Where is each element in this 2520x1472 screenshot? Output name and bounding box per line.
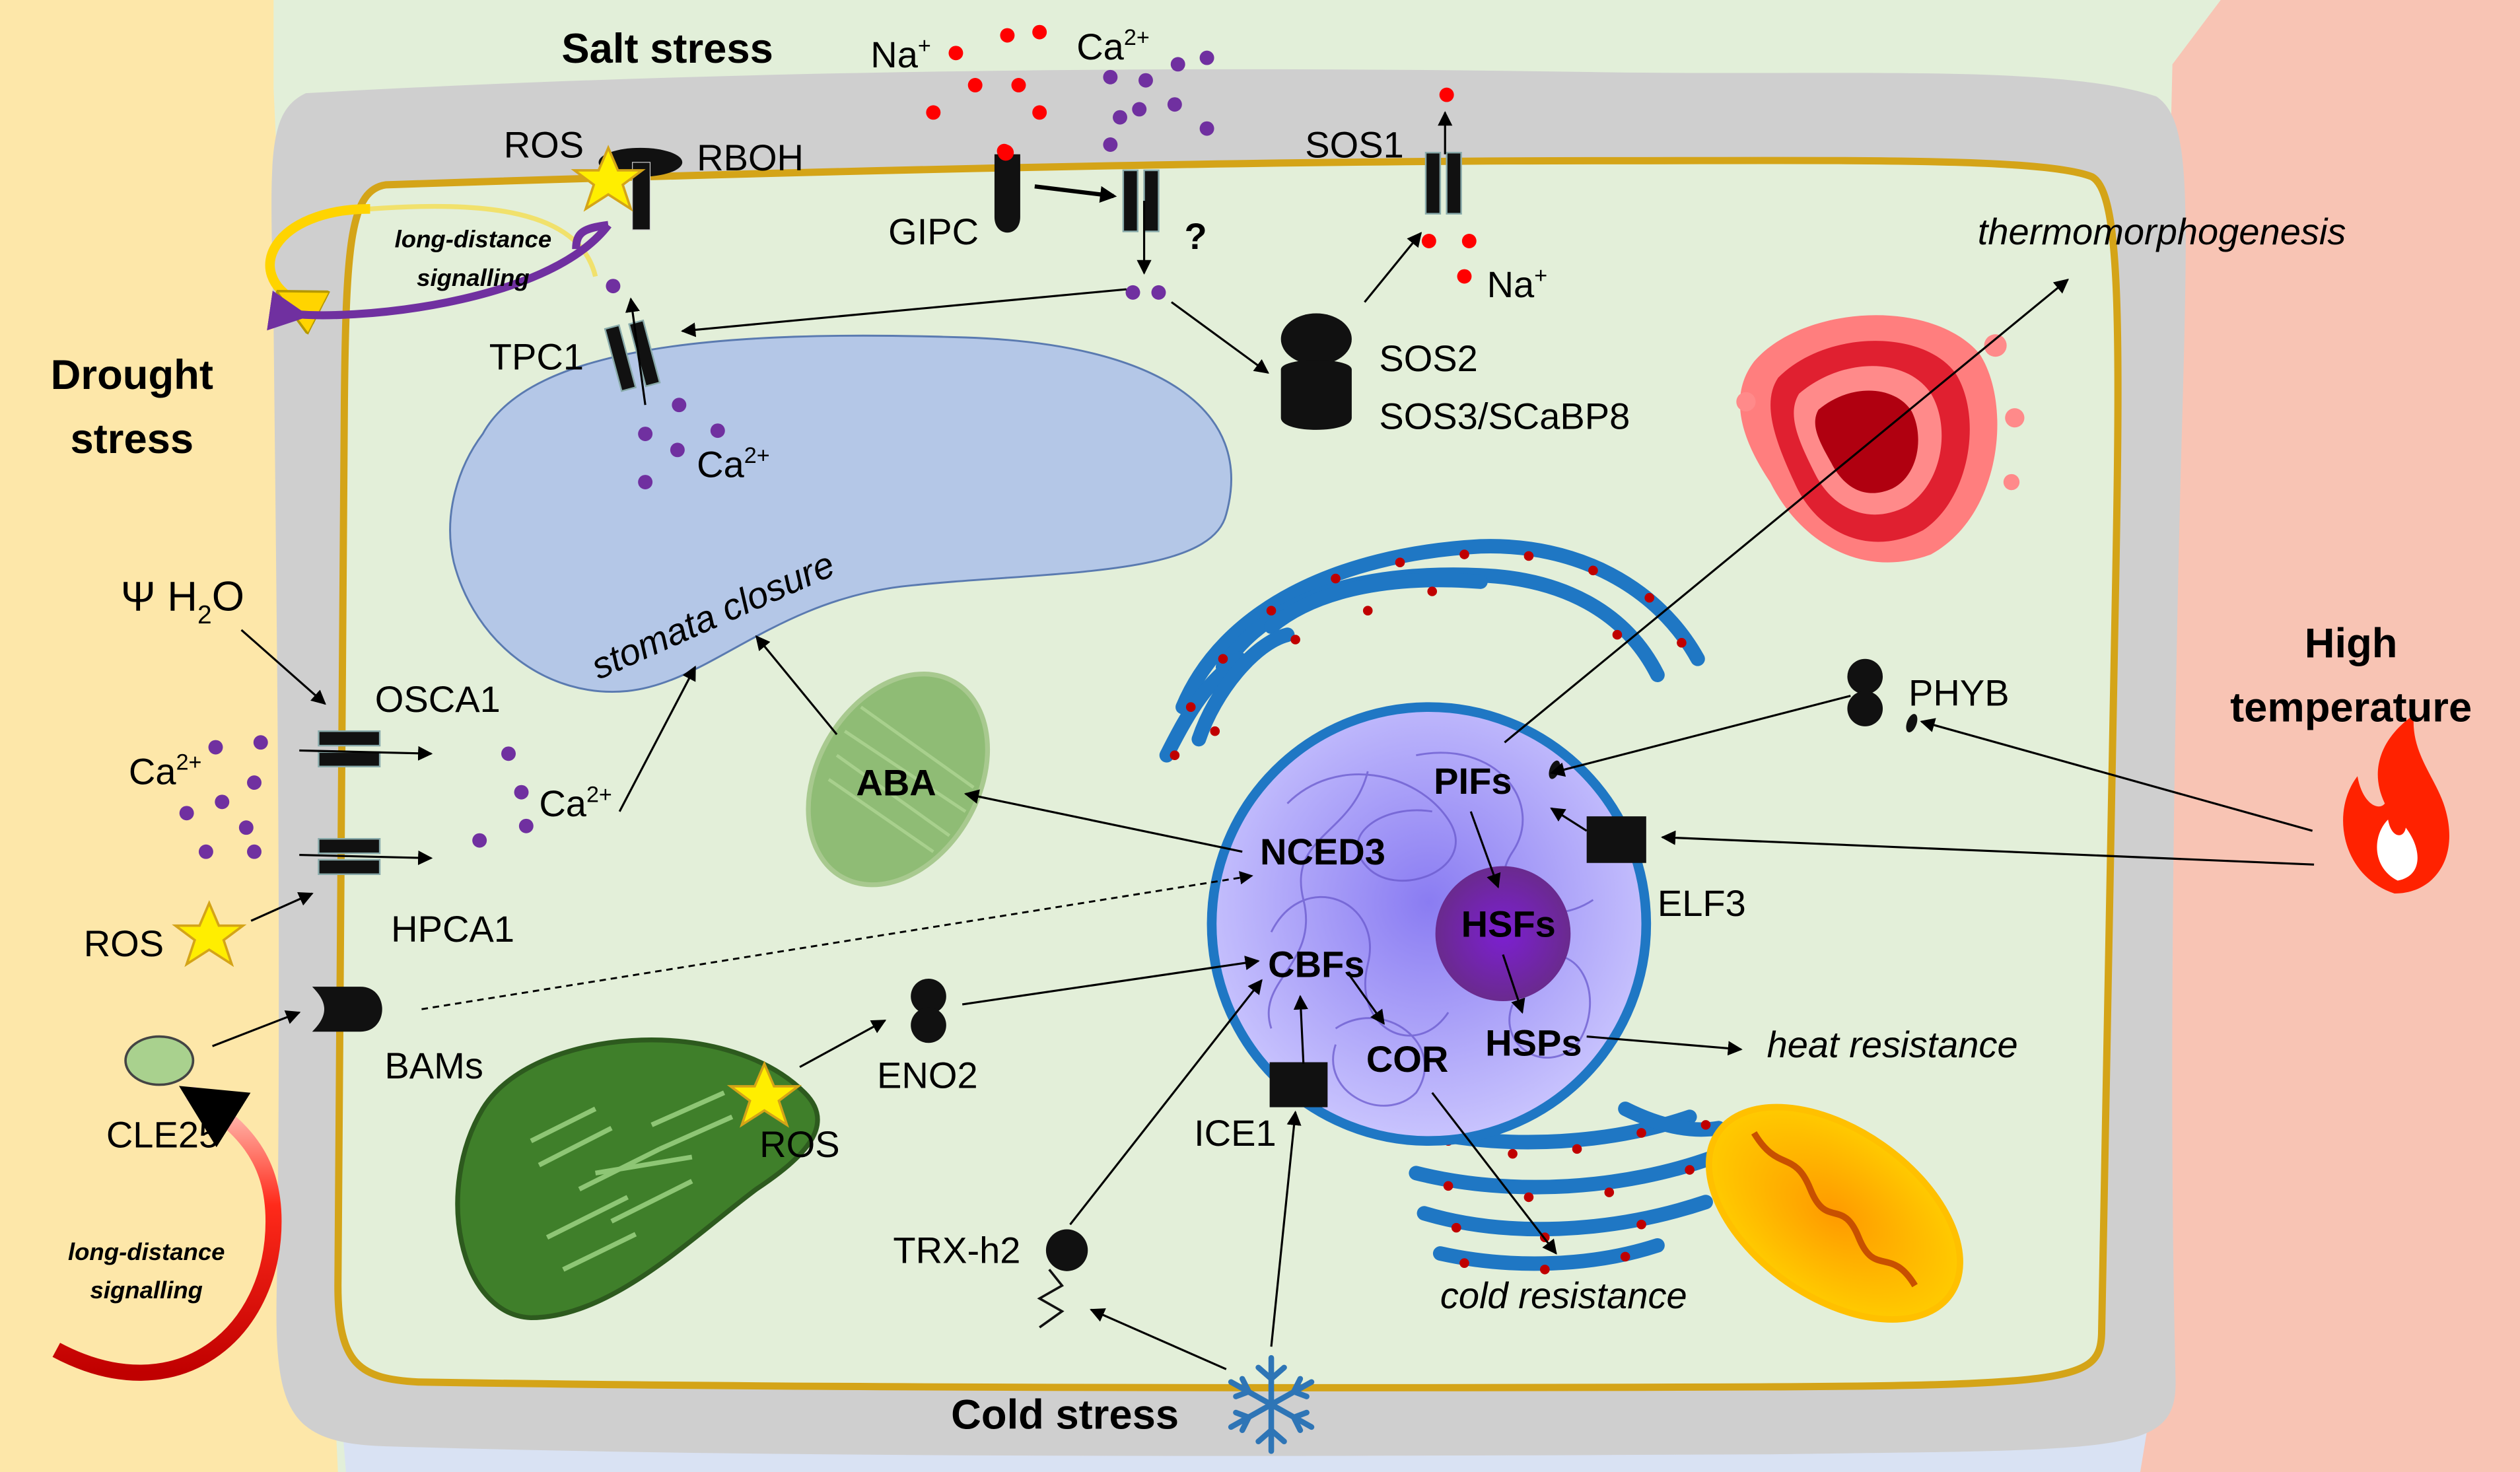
stress-labels: Salt stress Drought stress High temperat… <box>51 26 2472 1438</box>
vacuole <box>449 334 1232 693</box>
ros-star-top <box>571 145 646 212</box>
cle25-label: CLE25 <box>106 1113 219 1155</box>
pathway-arrows <box>212 111 2315 1370</box>
na-label-sos1: Na+ <box>1487 263 1548 305</box>
nced3-label: NCED3 <box>1260 831 1385 872</box>
osca1-label: OSCA1 <box>375 678 501 720</box>
endoplasmic-reticulum <box>1159 539 1726 1271</box>
ca-ions <box>179 50 1214 859</box>
heat-stress-region <box>2140 0 2520 1472</box>
membrane-proteins <box>124 145 1918 1329</box>
long-distance-bottom-2: signalling <box>90 1277 203 1304</box>
sos2-label: SOS2 <box>1379 337 1478 379</box>
sos1-protein <box>1424 151 1442 215</box>
cold-stress-label: Cold stress <box>951 1391 1179 1438</box>
flame-icon <box>2343 715 2449 894</box>
ca-label-mid: Ca2+ <box>539 782 612 824</box>
ros-label-chloro: ROS <box>759 1123 839 1165</box>
high-temp-label-1: High <box>2305 620 2398 666</box>
nucleus <box>1207 702 1652 1146</box>
cbfs-label: CBFs <box>1268 944 1364 985</box>
drought-stress-label-1: Drought <box>51 352 213 398</box>
cold-resistance-label: cold resistance <box>1440 1275 1687 1316</box>
bams-protein <box>312 987 382 1032</box>
pifs-label: PIFs <box>1434 760 1512 802</box>
sos3-protein <box>1280 360 1352 430</box>
chloroplast <box>455 1037 820 1321</box>
hsfs-label: HSFs <box>1461 903 1556 945</box>
long-distance-top-1: long-distance <box>395 226 552 253</box>
rboh-label: RBOH <box>697 137 804 178</box>
ros-label-top: ROS <box>504 124 584 166</box>
drought-stress-label-2: stress <box>70 416 193 462</box>
ca-channel-top <box>1122 169 1139 232</box>
ros-star-left <box>172 899 247 967</box>
drought-stress-region <box>0 0 338 1472</box>
high-temp-label-2: temperature <box>2230 685 2472 731</box>
gipc-label: GIPC <box>888 211 979 252</box>
ros-stars <box>172 145 802 1128</box>
trx-h2-label: TRX-h2 <box>893 1230 1020 1271</box>
ros-star-chloro <box>726 1061 802 1128</box>
tpc1-protein <box>604 324 637 392</box>
aba-label: ABA <box>856 762 936 804</box>
long-distance-arrow-top <box>265 203 612 315</box>
heat-resistance-label: heat resistance <box>1767 1024 2018 1065</box>
sos2-protein <box>1280 313 1352 365</box>
cor-label: COR <box>1366 1038 1449 1080</box>
mitochondrion <box>1705 1104 1963 1323</box>
cle25-peptide <box>124 1035 195 1086</box>
elf3-protein <box>1586 816 1646 863</box>
snowflake-icon <box>1228 1354 1315 1454</box>
trx-h2-protein <box>1045 1229 1088 1271</box>
ca-label-top: Ca2+ <box>1076 25 1150 67</box>
eno2-protein <box>911 978 946 1014</box>
elf3-label: ELF3 <box>1658 882 1746 924</box>
ros-label-left: ROS <box>84 923 164 964</box>
ribosomes <box>1170 549 1711 1275</box>
long-distance-arrow-bottom <box>52 1086 282 1381</box>
na-label-top: Na+ <box>870 33 931 75</box>
osca1-protein <box>318 730 381 747</box>
tpc1-label: TPC1 <box>489 336 584 378</box>
aba-organelle <box>806 671 991 888</box>
gipc-protein <box>994 154 1020 233</box>
salt-stress-label: Salt stress <box>561 26 773 72</box>
phyb-label: PHYB <box>1908 672 2010 713</box>
thermomorphogenesis-label: thermomorphogenesis <box>1978 211 2346 252</box>
ice1-label: ICE1 <box>1194 1112 1277 1154</box>
hpca1-label: HPCA1 <box>391 908 514 950</box>
sos1-label: SOS1 <box>1305 124 1404 166</box>
ice1-protein <box>1269 1062 1328 1107</box>
ca-label-left: Ca2+ <box>129 750 202 792</box>
long-distance-top-2: signalling <box>417 264 530 291</box>
na-ions <box>926 24 1477 284</box>
question-label: ? <box>1184 215 1207 257</box>
ca-label-vacuole: Ca2+ <box>697 443 770 485</box>
bams-label: BAMs <box>384 1045 483 1086</box>
water-potential-label: Ψ H2O <box>121 574 244 629</box>
sos3-label: SOS3/SCaBP8 <box>1379 396 1630 437</box>
hsps-label: HSPs <box>1485 1022 1582 1064</box>
long-distance-bottom-1: long-distance <box>68 1238 225 1265</box>
nucleolus <box>1435 866 1571 1002</box>
phyb-protein <box>1847 658 1883 695</box>
hpca1-protein <box>318 838 381 855</box>
eno2-label: ENO2 <box>877 1054 978 1096</box>
molecule-labels: Na+ Ca2+ ROS RBOH GIPC ? SOS1 Na+ thermo… <box>68 25 2346 1316</box>
